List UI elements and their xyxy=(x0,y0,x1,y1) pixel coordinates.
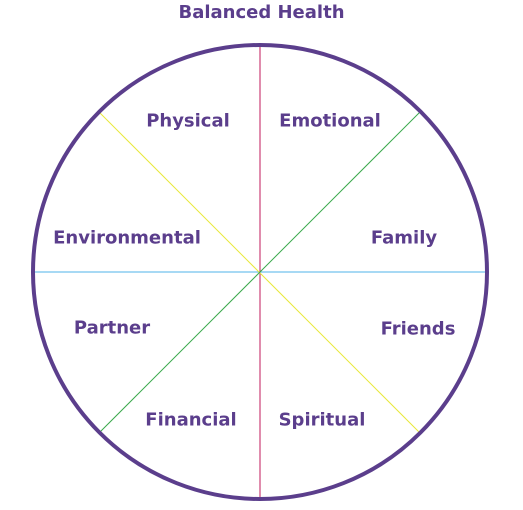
segment-label-emotional: Emotional xyxy=(279,110,381,132)
segment-label-environmental: Environmental xyxy=(53,227,201,249)
segment-label-friends: Friends xyxy=(380,318,456,340)
segment-label-family: Family xyxy=(370,227,438,249)
segment-label-financial: Financial xyxy=(145,409,237,431)
wheel-circle xyxy=(31,43,489,501)
segment-label-physical: Physical xyxy=(146,110,230,132)
divider-diagonal-green xyxy=(98,111,421,434)
diagram-title: Balanced Health xyxy=(178,2,345,23)
segment-label-partner: Partner xyxy=(73,317,151,339)
segment-label-spiritual: Spiritual xyxy=(278,409,366,431)
